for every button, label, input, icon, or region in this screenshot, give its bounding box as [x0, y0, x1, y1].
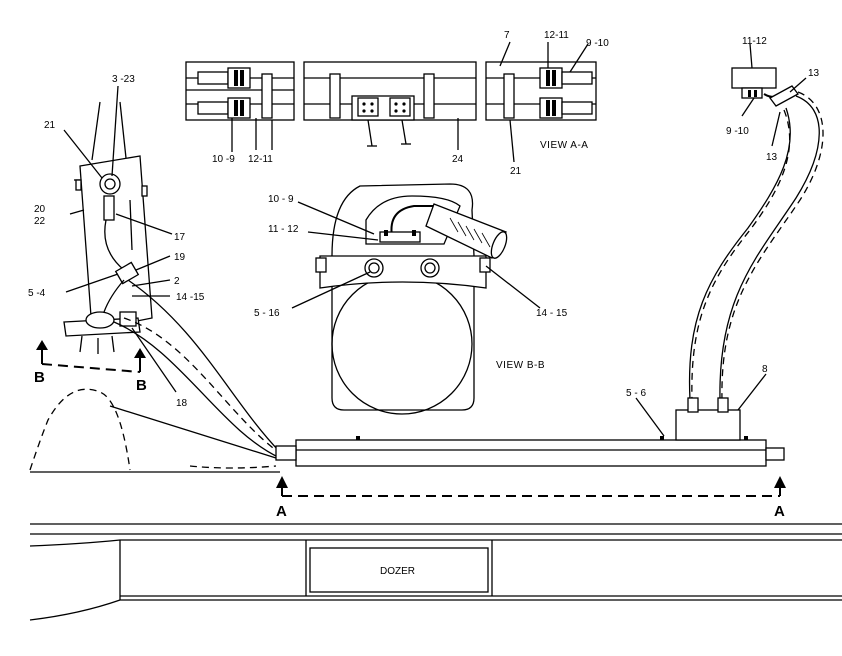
callout-l-19: 19 [174, 252, 186, 263]
left-post-assembly [36, 85, 285, 459]
callout-labels: 7 12-11 9 -10 10 -9 12-11 24 21 VIEW A-A… [28, 30, 820, 577]
view-a-a-assembly [185, 41, 597, 163]
callout-l-14-15: 14 -15 [176, 292, 205, 303]
callout-va-7: 7 [504, 30, 510, 41]
section-b-left: B [34, 369, 45, 386]
section-b-right: B [136, 377, 147, 394]
view-a-a-label: VIEW A-A [540, 140, 588, 151]
callout-va-12-11-bot: 12-11 [248, 154, 273, 165]
callout-vb-11-12: 11 - 12 [268, 224, 299, 235]
callout-l-20: 20 [34, 204, 46, 215]
callout-l-2: 2 [174, 276, 180, 287]
top-right-fitting-hoses [688, 43, 824, 401]
callout-tr-13a: 13 [808, 68, 820, 79]
callout-l-3-23: 3 -23 [112, 74, 135, 85]
view-b-b-label: VIEW B-B [496, 360, 545, 371]
callout-va-9-10-top: 9 -10 [586, 38, 609, 49]
callout-l-17: 17 [174, 232, 186, 243]
callout-va-10-9: 10 -9 [212, 154, 235, 165]
main-bar [275, 373, 786, 497]
callout-l-18: 18 [176, 398, 188, 409]
callout-l-5-4: 5 -4 [28, 288, 46, 299]
callout-l-22: 22 [34, 216, 46, 227]
section-a-left: A [276, 503, 287, 520]
machine-body-outline [29, 388, 842, 621]
callout-l-21: 21 [44, 120, 56, 131]
callout-bar-8: 8 [762, 364, 768, 375]
view-b-b-assembly [291, 183, 541, 415]
callout-va-21: 21 [510, 166, 522, 177]
callout-tr-13b: 13 [766, 152, 778, 163]
dozer-label: DOZER [380, 566, 415, 577]
section-markers: B B A A [34, 369, 785, 520]
section-a-right: A [774, 503, 785, 520]
callout-va-12-11-top: 12-11 [544, 30, 569, 41]
callout-tr-11-12: 11-12 [742, 36, 767, 47]
callout-va-24: 24 [452, 154, 464, 165]
callout-vb-5-16: 5 - 16 [254, 308, 280, 319]
callout-tr-9-10: 9 -10 [726, 126, 749, 137]
callout-vb-10-9: 10 - 9 [268, 194, 294, 205]
callout-vb-14-15: 14 - 15 [536, 308, 568, 319]
callout-bar-5-6: 5 - 6 [626, 388, 646, 399]
